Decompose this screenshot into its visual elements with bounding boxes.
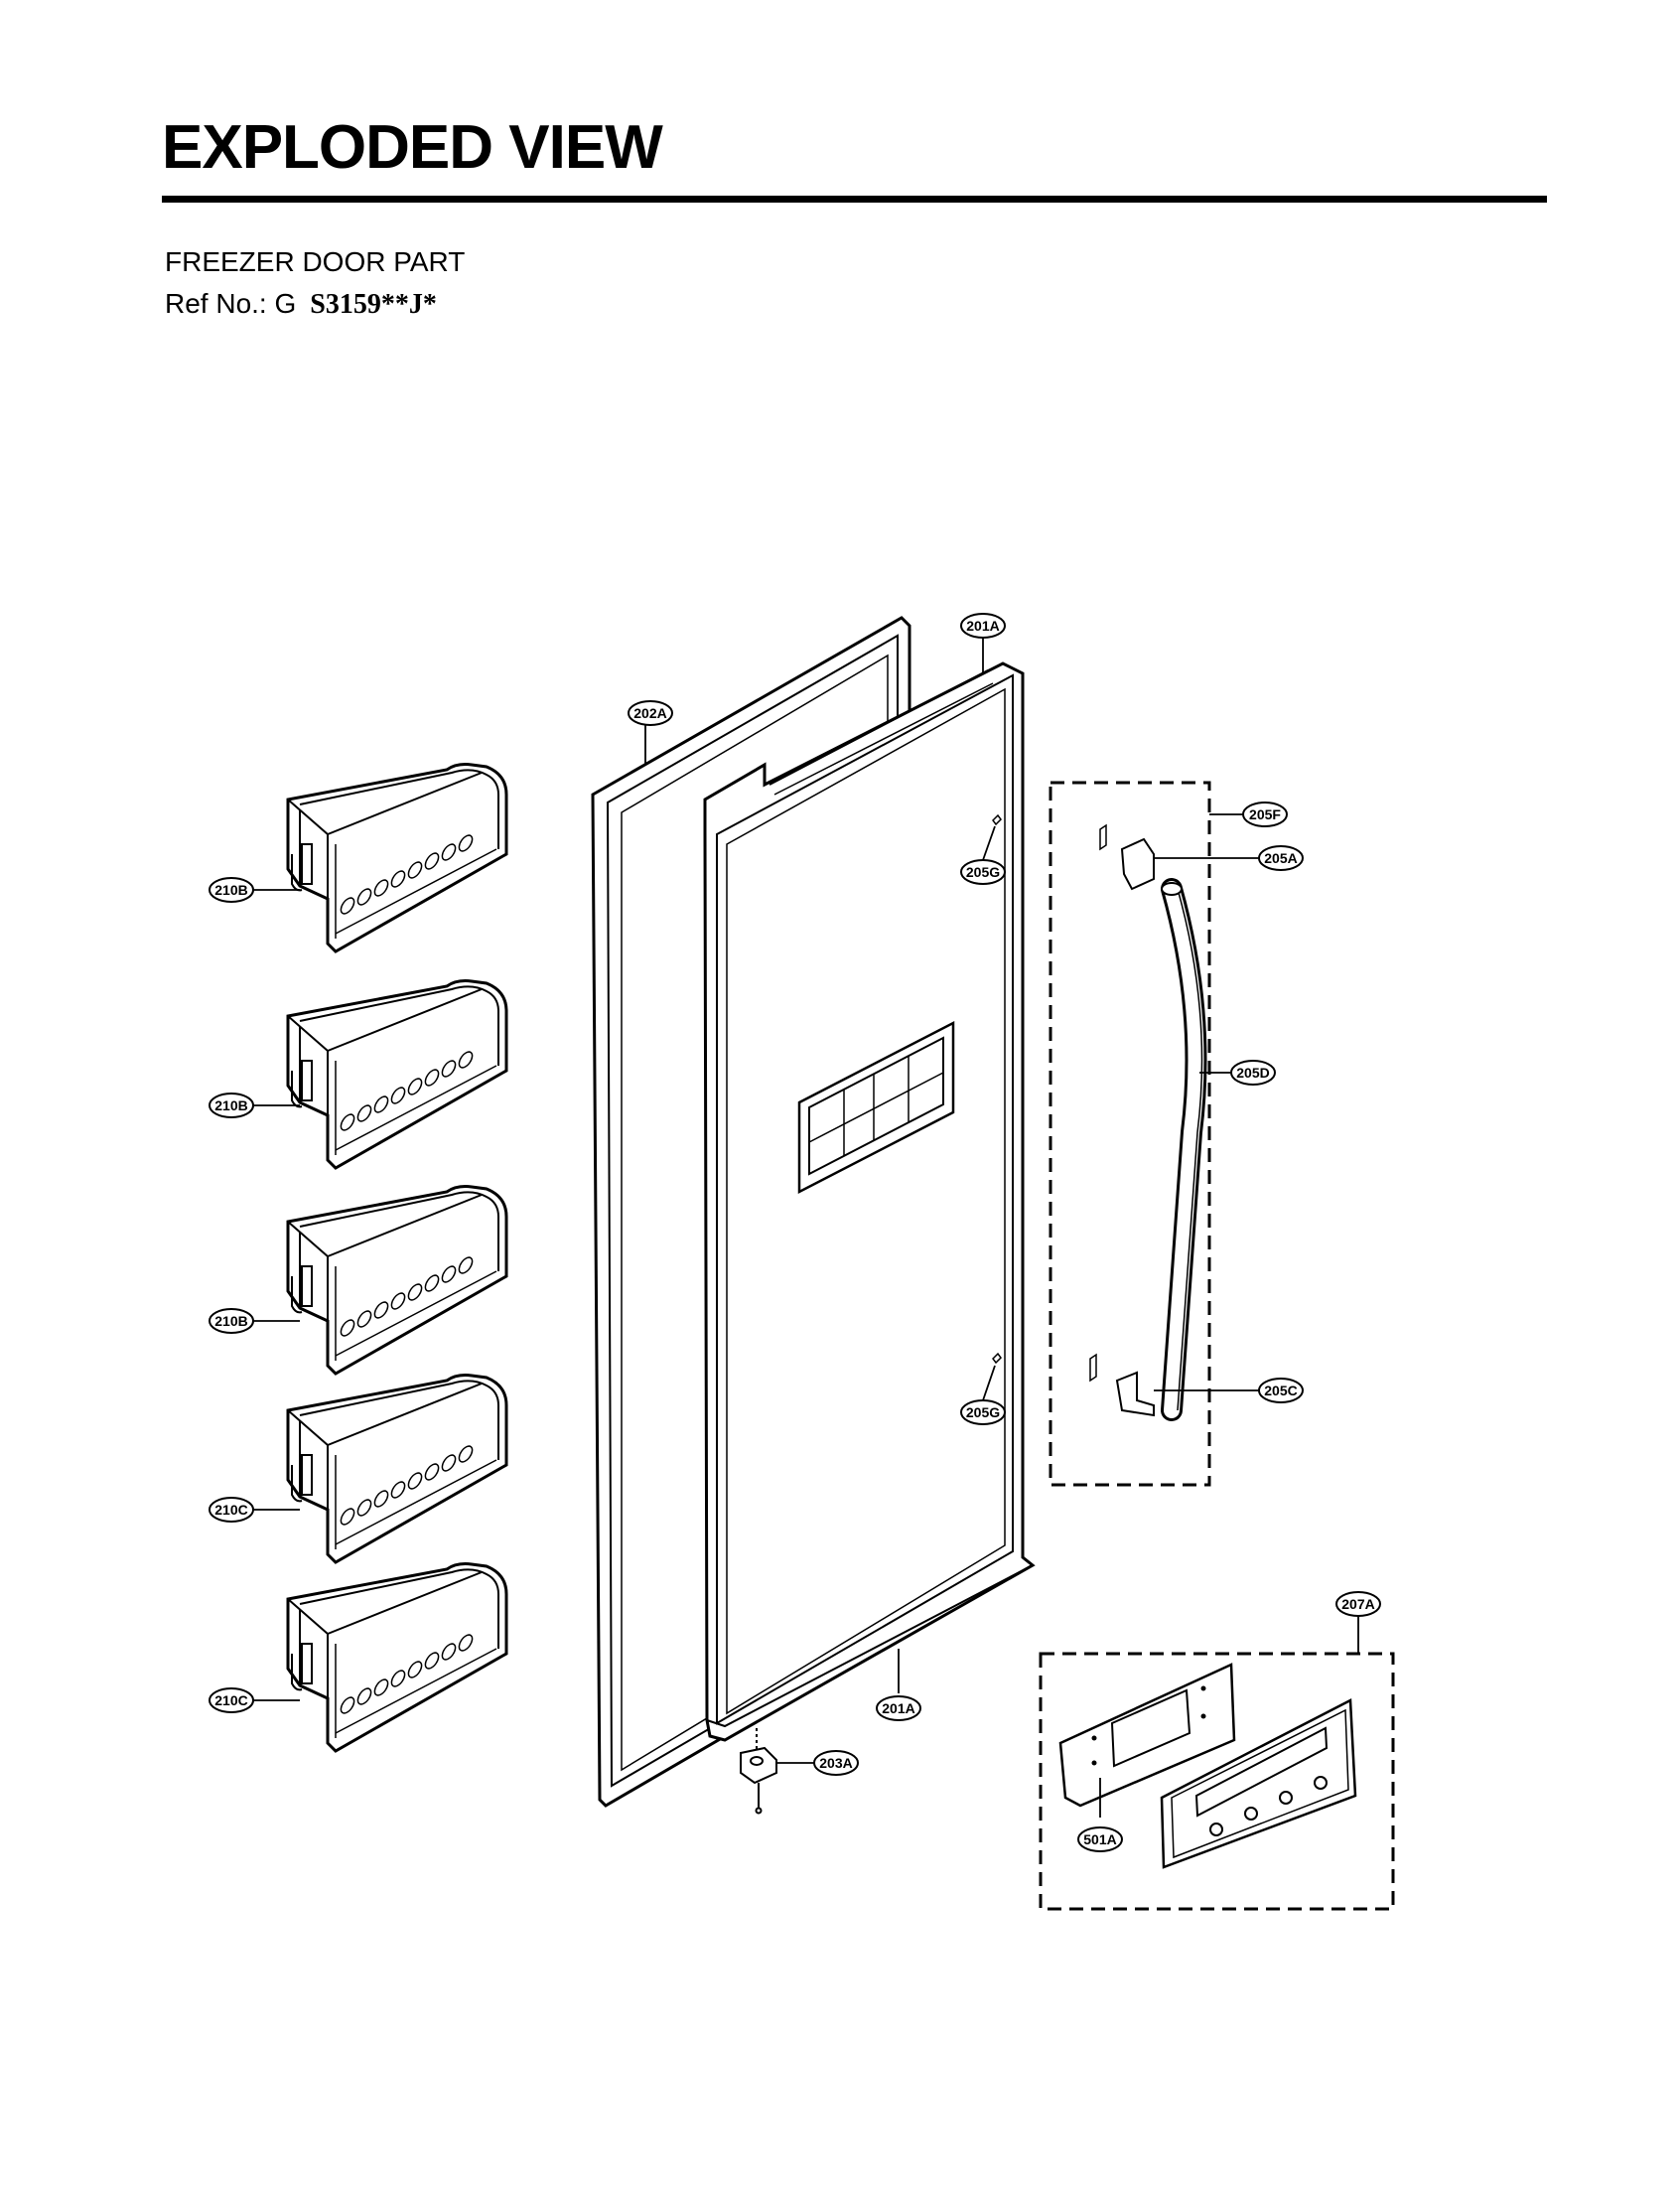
callout-205G-bottom: 205G: [966, 1404, 1000, 1420]
callout-501A: 501A: [1083, 1831, 1116, 1847]
callout-201A-top: 201A: [966, 618, 999, 634]
door-basket-5: [286, 1562, 508, 1753]
door-basket-1: [286, 763, 508, 953]
door-basket-3: [286, 1185, 508, 1376]
dispenser-control-assembly: [1039, 1652, 1395, 1911]
callout-205D: 205D: [1236, 1065, 1269, 1081]
reference-number: Ref No.: G S3159**J*: [165, 288, 437, 321]
section-subtitle: FREEZER DOOR PART: [165, 246, 466, 277]
title-rule: [162, 196, 1547, 203]
handle-assembly: [1049, 781, 1211, 1487]
callout-210B-1: 210B: [214, 882, 247, 898]
callout-202A: 202A: [633, 705, 666, 721]
door-basket-4: [286, 1374, 508, 1564]
callout-210C-1: 210C: [214, 1502, 247, 1518]
door-basket-2: [286, 979, 508, 1170]
callout-210B-3: 210B: [214, 1313, 247, 1329]
ref-model: S3159**J*: [310, 289, 437, 320]
callout-207A: 207A: [1341, 1596, 1374, 1612]
callout-210B-2: 210B: [214, 1097, 247, 1113]
freezer-door: [703, 661, 1036, 1742]
callout-203A: 203A: [819, 1755, 852, 1771]
page-title: EXPLODED VIEW: [162, 113, 663, 182]
callout-205F: 205F: [1249, 806, 1281, 822]
callout-205A: 205A: [1264, 850, 1297, 866]
leader-lines: [253, 638, 1359, 1818]
callout-201A-bottom: 201A: [882, 1700, 914, 1716]
ref-prefix: Ref No.: G: [165, 288, 297, 319]
callout-210C-2: 210C: [214, 1692, 247, 1708]
callout-205G-top: 205G: [966, 864, 1000, 880]
callout-205C: 205C: [1264, 1383, 1297, 1398]
lower-hinge: [740, 1728, 777, 1815]
